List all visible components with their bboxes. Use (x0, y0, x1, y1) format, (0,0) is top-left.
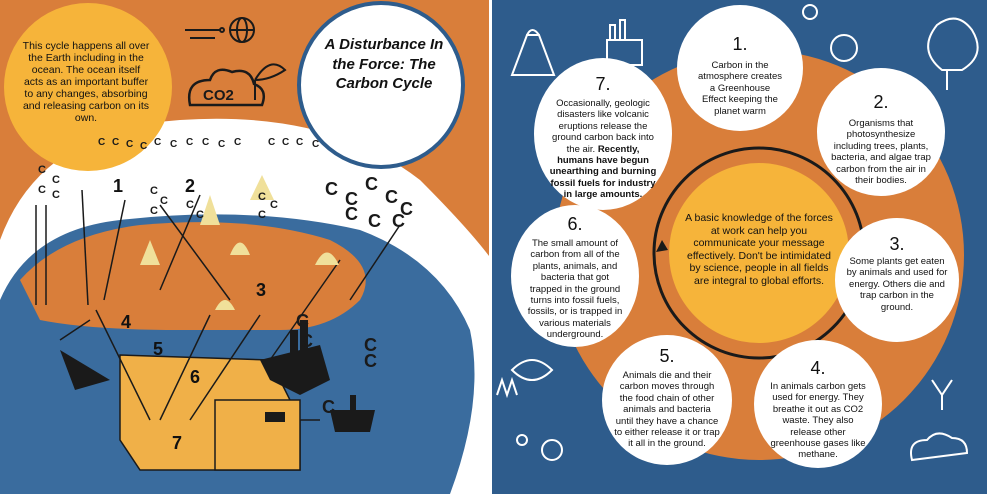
step-5-number: 5. (659, 346, 675, 366)
top-icons: CO2 (185, 17, 287, 107)
right-panel: A basic knowledge of the forces at work … (492, 0, 987, 494)
center-text: A basic knowledge of the forces at work … (685, 212, 833, 287)
carbon-glyph: C (186, 199, 194, 211)
bacteria-icon (516, 434, 528, 446)
step-2-number: 2. (873, 92, 889, 112)
carbon-glyph: C (258, 209, 266, 221)
step-2-text: Organisms that photosynthesize including… (831, 118, 931, 186)
carbon-glyph: C (52, 189, 60, 201)
carbon-glyph: C (98, 137, 106, 148)
carbon-glyph: C (140, 141, 148, 152)
fossil-icon (510, 359, 554, 381)
step-7-text-bold: Recently, humans have begun unearthing a… (549, 143, 657, 201)
intro-blob (4, 3, 172, 171)
cloud-icon (187, 68, 265, 107)
animal-cycle-icon (541, 439, 563, 461)
carbon-glyph: C (38, 184, 46, 196)
volcano-icon (510, 29, 556, 76)
carbon-glyph: C (270, 199, 278, 211)
label-1: 1 (113, 176, 124, 196)
step-6-circle (511, 205, 639, 347)
tree-icon (927, 17, 979, 90)
carbon-glyph: C (52, 174, 60, 186)
carbon-glyph: C (322, 397, 335, 417)
sun-icon (802, 4, 818, 20)
step-7-circle (534, 58, 672, 210)
intro-text: This cycle happens all over the Earth in… (22, 40, 150, 125)
center-circle (669, 163, 849, 343)
carbon-glyph: C (234, 137, 242, 148)
carbon-glyph: C (218, 139, 226, 150)
step-5-text: Animals die and their carbon moves throu… (614, 370, 720, 450)
carbon-glyph: C (126, 139, 134, 150)
step-7-text-regular: Occasionally, geologic disasters like vo… (552, 98, 654, 155)
plant-icon (254, 63, 287, 100)
carbon-glyph: C (196, 209, 204, 221)
left-panel: This cycle happens all over the Earth in… (0, 0, 492, 494)
label-3: 3 (256, 280, 267, 300)
grass-icon (496, 376, 518, 399)
page-title: A Disturbance In the Force: The Carbon C… (324, 36, 444, 92)
step-3-text: Some plants get eaten by animals and use… (846, 256, 948, 313)
step-4-text: In animals carbon gets used for energy. … (770, 381, 866, 461)
carbon-glyph: C (150, 205, 158, 217)
carbon-glyph: C (296, 311, 309, 331)
label-6: 6 (190, 367, 201, 387)
carbon-glyph: C (392, 211, 405, 231)
carbon-glyph: C (268, 137, 276, 148)
earth-icon (830, 34, 858, 62)
carbon-glyph: C (282, 137, 290, 148)
carbon-glyph: C (112, 137, 120, 148)
carbon-glyph: C (150, 185, 158, 197)
step-7-number: 7. (595, 74, 611, 94)
step-5-circle (602, 335, 732, 465)
earth-illustration (0, 118, 492, 494)
carbon-glyph: C (300, 331, 313, 351)
step-1-circle (677, 5, 803, 131)
deer-icon (931, 379, 953, 410)
label-4: 4 (121, 312, 132, 332)
globe-icon (229, 17, 255, 43)
factory-icon (185, 27, 225, 39)
step-1-number: 1. (732, 34, 748, 54)
carbon-glyph: C (364, 351, 377, 371)
carbon-glyph: C (400, 199, 413, 219)
carbon-glyph: C (345, 189, 358, 209)
carbon-glyph: C (365, 174, 378, 194)
label-7: 7 (172, 433, 183, 453)
carbon-glyph: C (160, 195, 168, 207)
panel-divider (489, 0, 493, 494)
step-7-text: Occasionally, geologic disasters like vo… (548, 98, 658, 201)
carbon-glyph: C (312, 139, 320, 150)
title-circle (297, 1, 465, 169)
carbon-glyph: C (38, 164, 46, 176)
step-6-number: 6. (567, 214, 583, 234)
carbon-glyph: C (202, 137, 210, 148)
carbon-glyph: C (325, 179, 338, 199)
carbon-glyph: C (345, 204, 358, 224)
carbon-glyph: C (154, 137, 162, 148)
step-2-circle (817, 68, 945, 196)
step-1-text: Carbon in the atmosphere creates a Green… (698, 60, 782, 117)
carbon-glyph: C (170, 139, 178, 150)
step-4-circle (754, 340, 882, 468)
carbon-glyph: C (364, 335, 377, 355)
step-3-circle (835, 218, 959, 342)
cloud-icon (910, 432, 969, 462)
carbon-glyph: C (258, 191, 266, 203)
label-5: 5 (153, 339, 164, 359)
step-6-text: The small amount of carbon from all of t… (527, 238, 623, 341)
label-2: 2 (185, 176, 196, 196)
step-4-number: 4. (810, 358, 826, 378)
step-3-number: 3. (889, 234, 905, 254)
carbon-glyph: C (385, 187, 398, 207)
carbon-glyph: C (296, 137, 304, 148)
carbon-glyph: C (186, 137, 194, 148)
co2-label: CO2 (203, 87, 234, 104)
carbon-glyph: C (368, 211, 381, 231)
